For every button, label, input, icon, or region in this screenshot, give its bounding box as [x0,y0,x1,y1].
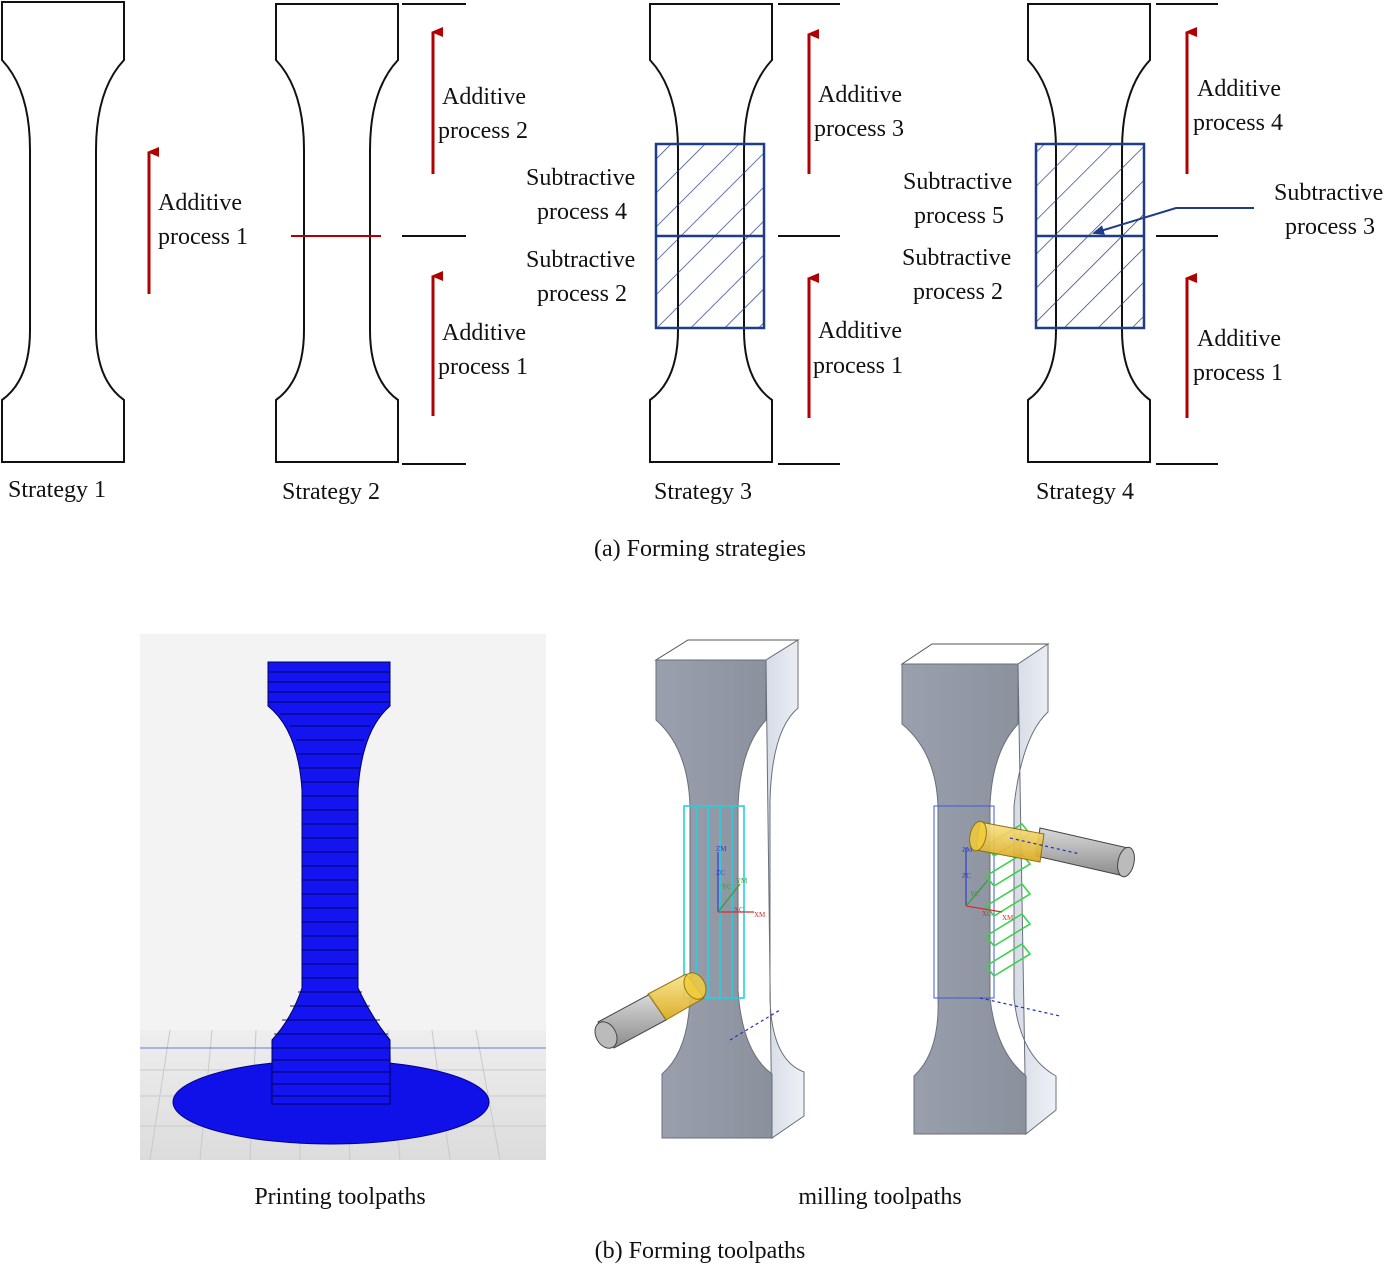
axis-ym-left: YM [736,877,748,885]
strategy-4-caption: Strategy 4 [1036,479,1134,505]
label-2-bot-a: Additive [442,320,526,346]
label-2-top-a: Additive [442,84,526,110]
label-additive-1a: Additive [158,190,242,216]
label-4-sub-bot-b: process 2 [913,279,1003,305]
milling-part-right: ZM ZC YC XC XM [900,643,1135,1136]
caption-b: (b) Forming toolpaths [595,1238,806,1264]
strategy-3-markers [778,3,840,465]
label-4-sub-bot-a: Subtractive [902,245,1011,271]
label-3-sub-top-b: process 4 [537,199,627,225]
axis-zc-left: ZC [716,869,725,877]
label-3-sub-bot-a: Subtractive [526,247,635,273]
axis-yc-left: YC [722,883,732,891]
subtractive-3-leader [1092,207,1254,235]
label-3-sub-bot-b: process 2 [537,281,627,307]
strategy-2-markers [402,3,466,465]
axis-zc-right: ZC [962,872,971,880]
strategy-1-specimen [1,1,125,463]
label-4-sub-top-a: Subtractive [903,169,1012,195]
axis-xm-right: XM [1002,914,1014,922]
printing-toolpaths-image [140,634,546,1161]
label-4-sub-side-b: process 3 [1285,214,1375,240]
label-2-top-b: process 2 [438,118,528,144]
strategy-4-specimen [1027,3,1151,463]
axis-yc-right: YC [970,890,980,898]
label-4-sub-top-b: process 5 [914,203,1004,229]
label-3-top-a: Additive [818,82,902,108]
label-4-bot-a: Additive [1197,326,1281,352]
label-4-sub-side-a: Subtractive [1274,180,1383,206]
axis-zm-right: ZM [962,846,973,854]
milling-caption: milling toolpaths [798,1184,961,1210]
axis-xc-right: XC [982,910,992,918]
label-2-bot-b: process 1 [438,354,528,380]
label-4-top-a: Additive [1197,76,1281,102]
label-3-top-b: process 3 [814,116,904,142]
label-additive-1b: process 1 [158,224,248,250]
strategy-3-specimen [649,3,773,463]
axis-zm-left: ZM [716,845,727,853]
label-4-bot-b: process 1 [1193,360,1283,386]
strategy-4-markers [1156,3,1218,465]
label-4-top-b: process 4 [1193,110,1283,136]
strategy-3-caption: Strategy 3 [654,479,752,505]
axis-xm-left: XM [754,911,766,919]
label-3-bot-b: process 1 [813,353,903,379]
label-3-bot-a: Additive [818,318,902,344]
strategy-2-specimen [275,3,399,463]
strategy-2-caption: Strategy 2 [282,479,380,505]
axis-xc-left: XC [734,906,744,914]
strategy-1-caption: Strategy 1 [8,477,106,503]
printing-caption: Printing toolpaths [254,1184,425,1210]
milling-part-left: ZM ZC YC YM XC XM [594,639,805,1139]
label-3-sub-top-a: Subtractive [526,165,635,191]
caption-a: (a) Forming strategies [594,536,806,562]
